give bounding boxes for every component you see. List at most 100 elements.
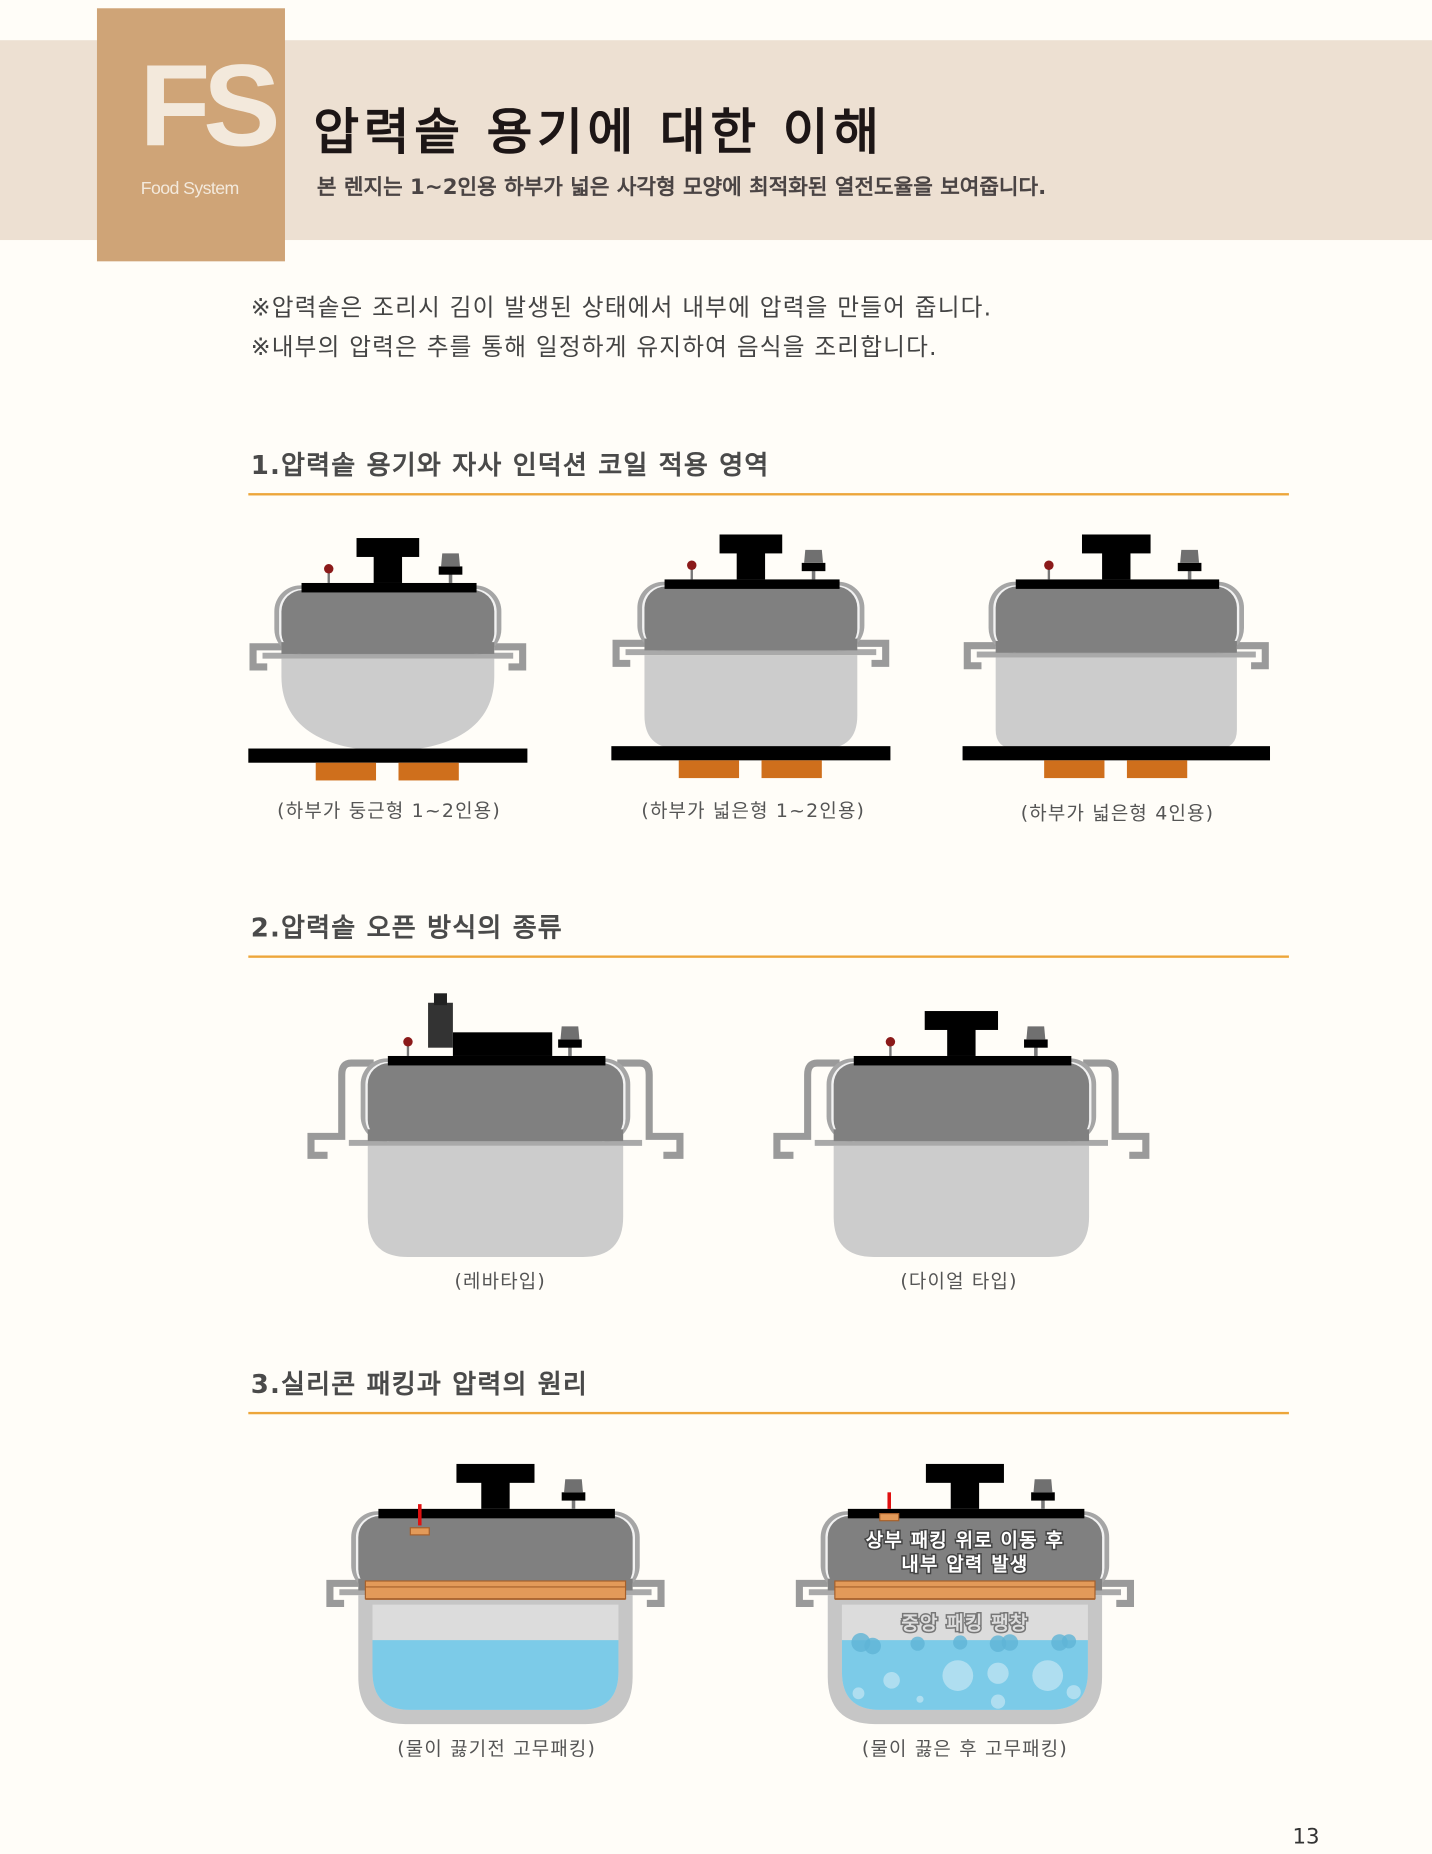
dial-knob-top bbox=[924, 1011, 999, 1030]
logo-letters: FS bbox=[139, 40, 281, 171]
pot-after-boil bbox=[795, 1463, 1135, 1725]
middle-packing bbox=[364, 1580, 627, 1600]
overlay-upper-line2: 내부 압력 발생 bbox=[901, 1553, 1028, 1575]
pot-bowl bbox=[644, 655, 858, 749]
pressure-weight-icon bbox=[560, 1026, 580, 1040]
lid-base bbox=[995, 640, 1237, 653]
overlay-middle: 중앙 패킹 팽창 bbox=[901, 1612, 1028, 1634]
right-handle bbox=[857, 639, 890, 667]
pot-round-bottom bbox=[248, 538, 528, 781]
bubble bbox=[987, 1662, 1009, 1684]
lid-plate bbox=[387, 1055, 606, 1066]
lid-base bbox=[833, 1129, 1090, 1142]
lever-handle bbox=[428, 1002, 453, 1048]
stove-plate bbox=[248, 748, 528, 763]
dial-knob-stem bbox=[373, 555, 403, 583]
induction-coil bbox=[1126, 760, 1188, 779]
bubble bbox=[1061, 1634, 1077, 1649]
right-handle bbox=[1083, 1059, 1150, 1159]
pot-wide-bottom-small bbox=[611, 534, 891, 779]
weight-base bbox=[561, 1492, 586, 1501]
section-2-rule bbox=[248, 955, 1289, 958]
pressure-weight-icon bbox=[804, 549, 824, 563]
dial-knob-top bbox=[719, 534, 783, 554]
pot-rim bbox=[814, 1139, 1109, 1146]
section-1-heading: 1.압력솥 용기와 자사 인덕션 코일 적용 영역 bbox=[250, 451, 770, 482]
pressure-indicator-icon bbox=[687, 560, 697, 570]
caption-before-boil: (물이 끓기전 고무패킹) bbox=[397, 1737, 597, 1760]
pot-rim bbox=[348, 1139, 643, 1146]
page-title: 압력솥 용기에 대한 이해 bbox=[313, 102, 884, 161]
left-handle bbox=[963, 642, 996, 670]
pot-lever-type bbox=[307, 993, 684, 1257]
dial-knob-stem bbox=[736, 552, 766, 580]
caption-wide-bottom-small: (하부가 넓은형 1~2인용) bbox=[641, 799, 866, 822]
stove-plate bbox=[611, 746, 891, 761]
weight-base bbox=[1031, 1492, 1055, 1501]
pot-lid bbox=[995, 586, 1237, 653]
lid-plate bbox=[847, 1508, 1085, 1519]
pot-bowl bbox=[995, 657, 1237, 749]
lid-base bbox=[281, 642, 495, 654]
pressure-weight-icon bbox=[441, 553, 460, 567]
lid-base bbox=[644, 638, 858, 651]
bubble bbox=[990, 1694, 1006, 1709]
lid-plate bbox=[1015, 579, 1220, 589]
pot-wide-bottom-large bbox=[962, 534, 1271, 779]
dial-knob-top bbox=[1081, 534, 1151, 554]
right-handle bbox=[617, 1059, 684, 1159]
bubble bbox=[942, 1660, 974, 1691]
lever-block bbox=[452, 1032, 553, 1056]
bubble bbox=[1001, 1634, 1019, 1651]
left-handle bbox=[773, 1059, 840, 1159]
logo bbox=[96, 8, 285, 262]
pot-bowl bbox=[281, 658, 495, 751]
weight-base bbox=[558, 1039, 582, 1048]
lid-base bbox=[367, 1129, 624, 1142]
bubble bbox=[916, 1695, 924, 1703]
dial-knob-top bbox=[925, 1463, 1004, 1483]
lid-plate bbox=[301, 582, 477, 593]
induction-coil bbox=[678, 760, 740, 779]
top-packing bbox=[409, 1527, 430, 1536]
pot-bowl bbox=[833, 1145, 1090, 1257]
left-handle bbox=[249, 643, 282, 671]
pressure-indicator-icon bbox=[324, 564, 334, 574]
pot-dial-type bbox=[773, 1011, 1150, 1257]
lid-plate bbox=[853, 1055, 1072, 1066]
pot-lid bbox=[827, 1515, 1103, 1591]
caption-after-boil: (물이 끓은 후 고무패킹) bbox=[861, 1737, 1068, 1760]
overlay-upper-line1: 상부 패킹 위로 이동 후 bbox=[866, 1530, 1064, 1552]
pressure-indicator-icon bbox=[885, 1037, 896, 1047]
bubble bbox=[852, 1687, 865, 1700]
caption-dial-type: (다이얼 타입) bbox=[900, 1270, 1018, 1293]
section-3-heading: 3.실리콘 패킹과 압력의 원리 bbox=[250, 1370, 589, 1401]
pot-rim bbox=[625, 649, 877, 656]
induction-coil bbox=[398, 762, 459, 781]
section-3-rule bbox=[248, 1411, 1289, 1415]
pressure-weight-icon bbox=[1180, 549, 1200, 563]
pot-bowl bbox=[367, 1145, 624, 1257]
left-handle bbox=[326, 1579, 359, 1608]
right-handle bbox=[632, 1579, 665, 1608]
note-2: ※내부의 압력은 추를 통해 일정하게 유지하여 음식을 조리합니다. bbox=[250, 332, 938, 361]
bubble bbox=[1066, 1685, 1081, 1700]
note-1: ※압력솥은 조리시 김이 발생된 상태에서 내부에 압력을 만들어 줍니다. bbox=[250, 293, 993, 322]
logo-text: Food System bbox=[140, 178, 240, 199]
bubble bbox=[864, 1637, 881, 1655]
dial-knob-top bbox=[356, 538, 420, 557]
page-subtitle: 본 렌지는 1~2인용 하부가 넓은 사각형 모양에 최적화된 열전도율을 보여… bbox=[316, 175, 1047, 200]
right-handle bbox=[494, 643, 527, 671]
lid-plate bbox=[664, 579, 840, 589]
weight-base bbox=[1177, 562, 1202, 572]
lid-plate bbox=[378, 1508, 615, 1519]
pressure-indicator-icon bbox=[403, 1037, 413, 1047]
dial-knob-top bbox=[456, 1463, 535, 1483]
caption-round-bottom: (하부가 둥근형 1~2인용) bbox=[277, 799, 501, 822]
stove-plate bbox=[962, 746, 1271, 761]
left-handle bbox=[612, 639, 645, 667]
pot-lid bbox=[833, 1063, 1090, 1142]
caption-lever-type: (레바타입) bbox=[454, 1270, 546, 1293]
pressure-indicator-icon bbox=[1044, 560, 1054, 570]
pot-before-boil bbox=[326, 1463, 665, 1725]
